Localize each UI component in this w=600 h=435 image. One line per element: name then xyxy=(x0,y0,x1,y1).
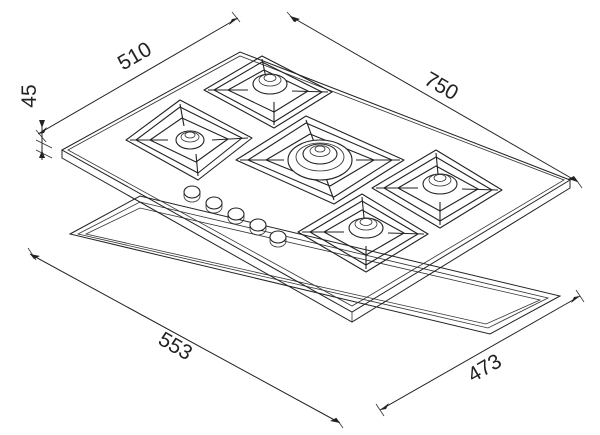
depth-dimension-line xyxy=(37,17,239,135)
cutout-width-label: 553 xyxy=(154,328,196,365)
hob-top xyxy=(60,51,572,323)
dimension-lines xyxy=(27,11,585,429)
cutout-outline xyxy=(68,195,562,335)
burner-center-wok xyxy=(235,115,405,205)
knob-1 xyxy=(183,185,201,203)
knob-2 xyxy=(205,196,223,214)
burner-rear-center xyxy=(203,55,333,129)
width-label: 750 xyxy=(420,68,462,105)
cutout-depth-label: 473 xyxy=(464,350,506,387)
cutout-depth-dimension-line xyxy=(379,295,581,411)
burner-rear-left xyxy=(125,99,253,181)
burner-right xyxy=(371,149,503,229)
cutout-width-dimension-line xyxy=(29,253,341,424)
knob-3 xyxy=(227,207,245,225)
knob-4 xyxy=(249,218,267,236)
knob-5 xyxy=(269,230,287,248)
control-knobs xyxy=(183,185,287,248)
burner-front-center xyxy=(297,193,429,273)
height-label: 45 xyxy=(18,84,41,107)
width-dimension-line xyxy=(289,15,579,183)
